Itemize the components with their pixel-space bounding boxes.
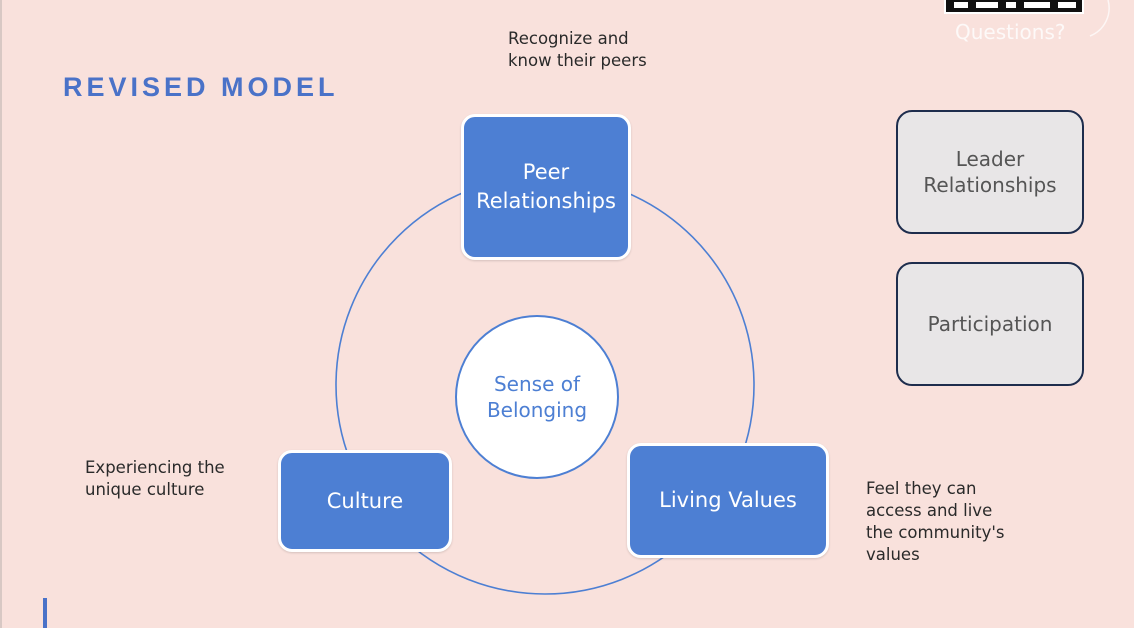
values-caption-line: values <box>866 545 920 564</box>
center-node-line: Belonging <box>486 398 588 422</box>
corner-arc-decoration <box>1089 0 1110 37</box>
peer-node-line: Relationships <box>476 189 616 213</box>
values-caption-line: access and live <box>866 501 993 520</box>
culture-caption-line: unique culture <box>85 480 205 499</box>
slide-title: REVISED MODEL <box>63 72 339 102</box>
values-caption-line: the community's <box>866 523 1005 542</box>
peer-caption-line: Recognize and <box>508 29 629 48</box>
questions-overlay-text: Questions? <box>955 20 1066 44</box>
values-caption: Feel they can access and live the commun… <box>866 478 1005 566</box>
leader-box-line: Relationships <box>923 173 1057 197</box>
culture-node: Culture <box>278 450 452 552</box>
peer-caption: Recognize and know their peers <box>508 28 647 72</box>
center-node-line: Sense of <box>493 372 581 396</box>
living-values-node: Living Values <box>627 443 829 558</box>
peer-node-line: Peer <box>522 160 570 184</box>
slide-left-edge <box>0 0 2 628</box>
culture-node-label: Culture <box>326 488 404 513</box>
participation-box: Participation <box>896 262 1084 386</box>
culture-caption: Experiencing the unique culture <box>85 457 225 501</box>
bottom-accent-bar <box>43 598 47 628</box>
participation-box-label: Participation <box>927 312 1053 336</box>
sense-of-belonging-node: Sense of Belonging <box>455 315 619 479</box>
peer-caption-line: know their peers <box>508 51 647 70</box>
values-node-label: Living Values <box>659 488 797 512</box>
culture-caption-line: Experiencing the <box>85 458 225 477</box>
peer-relationships-node: Peer Relationships <box>461 114 631 260</box>
corner-logo <box>944 0 1084 14</box>
leader-box-line: Leader <box>955 147 1025 171</box>
values-caption-line: Feel they can <box>866 479 977 498</box>
leader-relationships-box: Leader Relationships <box>896 110 1084 234</box>
